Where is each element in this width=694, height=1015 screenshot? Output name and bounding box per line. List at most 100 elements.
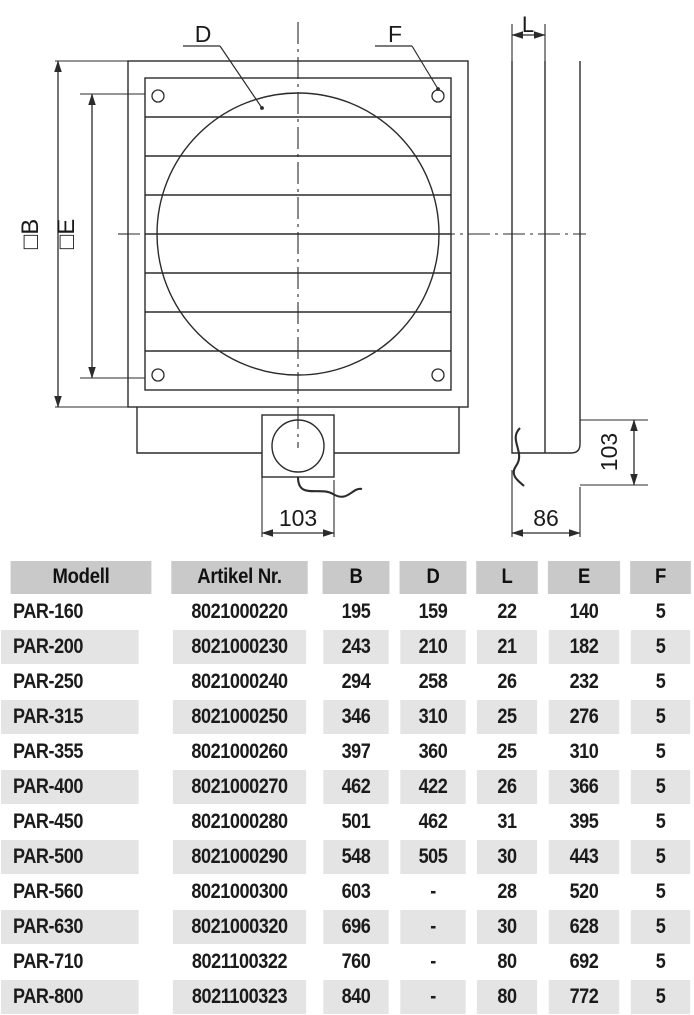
cell-b: 696 (323, 910, 389, 944)
leader-d (183, 45, 264, 110)
dimension-e (80, 93, 145, 379)
cell-modell: PAR-450 (1, 805, 139, 839)
column-header-artikel: Artikel Nr. (171, 561, 308, 594)
cell-f: 5 (630, 735, 691, 769)
cell-d: 159 (400, 595, 466, 629)
label-f: F (388, 21, 402, 47)
dimension-86 (511, 470, 581, 537)
table-row: PAR-710 8021100322 760-80 692 5 (1, 945, 694, 979)
cell-e: 182 (548, 630, 620, 664)
leader-f (375, 45, 440, 91)
cell-d: - (400, 980, 466, 1014)
technical-drawing: D F L □B □E 103 103 86 (17, 12, 648, 537)
cell-artikel: 8021000240 (172, 665, 307, 699)
cell-d: - (400, 945, 466, 979)
cell-e: 772 (548, 980, 620, 1014)
front-centerlines (118, 22, 586, 448)
cell-f: 5 (630, 910, 691, 944)
cell-e: 520 (548, 875, 620, 909)
power-cable (296, 476, 363, 498)
cell-l: 22 (476, 595, 538, 629)
cell-modell: PAR-160 (1, 595, 139, 629)
cell-d: 462 (400, 805, 466, 839)
label-dim-103-front: 103 (279, 505, 317, 531)
cell-e: 232 (548, 665, 620, 699)
cell-e: 366 (548, 770, 620, 804)
cell-f: 5 (630, 630, 691, 664)
cell-modell: PAR-315 (1, 700, 139, 734)
cell-b: 501 (323, 805, 389, 839)
cell-f: 5 (630, 980, 691, 1014)
cell-e: 395 (548, 805, 620, 839)
cell-artikel: 8021000290 (172, 840, 307, 874)
cell-e: 692 (548, 945, 620, 979)
cell-d: - (400, 875, 466, 909)
label-dim-103-side: 103 (596, 433, 622, 471)
cell-l: 25 (476, 735, 538, 769)
cell-l: 80 (476, 945, 538, 979)
cell-d: 360 (400, 735, 466, 769)
column-header-d: D (399, 561, 467, 594)
column-header-l: L (476, 561, 538, 594)
cell-d: 505 (400, 840, 466, 874)
side-power-cable (512, 427, 525, 487)
cell-artikel: 8021000250 (172, 700, 307, 734)
cell-f: 5 (630, 945, 691, 979)
cell-f: 5 (630, 770, 691, 804)
cell-f: 5 (630, 595, 691, 629)
cell-d: 422 (400, 770, 466, 804)
dimension-b (54, 60, 128, 408)
cell-b: 760 (323, 945, 389, 979)
cell-b: 548 (323, 840, 389, 874)
dimension-l (511, 24, 546, 61)
cell-artikel: 8021000280 (172, 805, 307, 839)
cell-f: 5 (630, 700, 691, 734)
cell-l: 21 (476, 630, 538, 664)
cell-f: 5 (630, 840, 691, 874)
cell-l: 25 (476, 700, 538, 734)
cell-l: 26 (476, 770, 538, 804)
bottom-plate-right (334, 407, 460, 454)
cell-e: 443 (548, 840, 620, 874)
cell-artikel: 8021100323 (172, 980, 307, 1014)
cell-d: - (400, 910, 466, 944)
cell-artikel: 8021000300 (172, 875, 307, 909)
cell-modell: PAR-710 (1, 945, 139, 979)
cell-b: 397 (323, 735, 389, 769)
cell-e: 276 (548, 700, 620, 734)
cell-e: 140 (548, 595, 620, 629)
column-header-e: E (547, 561, 621, 594)
cell-l: 80 (476, 980, 538, 1014)
cell-b: 346 (323, 700, 389, 734)
cell-b: 243 (323, 630, 389, 664)
label-b-square: □B (17, 219, 44, 250)
label-l: L (522, 12, 534, 37)
cell-modell: PAR-560 (1, 875, 139, 909)
label-dim-86: 86 (533, 505, 559, 531)
cell-b: 462 (323, 770, 389, 804)
cell-artikel: 8021000220 (172, 595, 307, 629)
cell-artikel: 8021000230 (172, 630, 307, 664)
cell-artikel: 8021100322 (172, 945, 307, 979)
cell-artikel: 8021000320 (172, 910, 307, 944)
label-d: D (195, 21, 212, 47)
cell-b: 603 (323, 875, 389, 909)
cell-l: 28 (476, 875, 538, 909)
cell-l: 26 (476, 665, 538, 699)
cell-artikel: 8021000270 (172, 770, 307, 804)
cell-artikel: 8021000260 (172, 735, 307, 769)
cell-modell: PAR-250 (1, 665, 139, 699)
cell-modell: PAR-355 (1, 735, 139, 769)
